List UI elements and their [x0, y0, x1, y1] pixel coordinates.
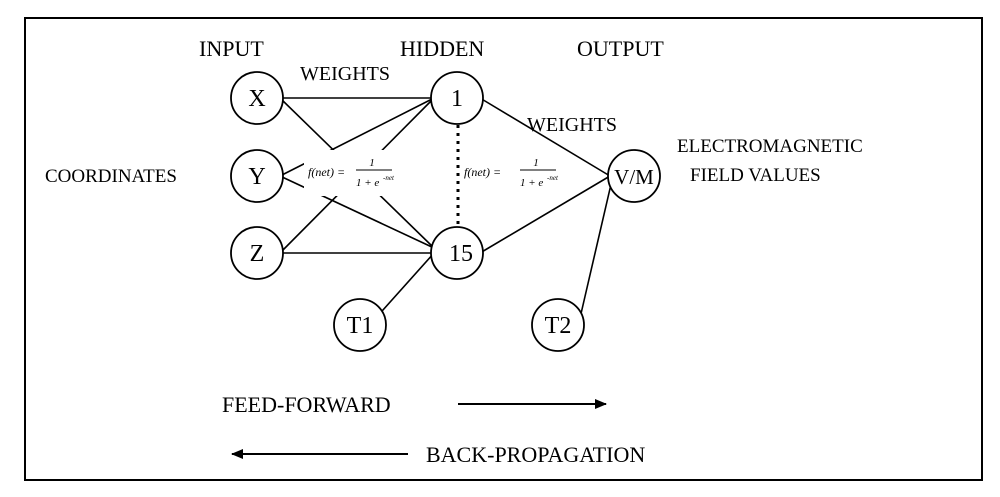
node-hidden-15-label: 15 [449, 241, 473, 267]
node-hidden-1 [430, 71, 484, 125]
nodes [230, 71, 661, 352]
svg-text:1: 1 [369, 157, 375, 169]
node-hidden-1-label: 1 [451, 86, 463, 112]
node-hidden-15 [430, 226, 484, 280]
node-x [230, 71, 284, 125]
edge-t1-h15 [373, 252, 435, 321]
node-t2-label: T2 [545, 313, 572, 339]
sigmoid-formula-left: f(net) = 1 1 + e -net [304, 150, 408, 196]
node-y [230, 149, 284, 203]
node-vm-label: V/M [614, 165, 654, 189]
svg-text:f(net) =: f(net) = [308, 165, 345, 179]
layer-hidden-label: HIDDEN [400, 36, 484, 61]
feed-forward-label: FEED-FORWARD [222, 392, 391, 417]
sigmoid-formula-right: f(net) = 1 1 + e -net [461, 150, 565, 196]
node-x-label: X [248, 86, 265, 112]
weights-label-input: WEIGHTS [300, 63, 390, 85]
svg-text:1 + e: 1 + e [356, 177, 379, 189]
edge-h1-vm [479, 97, 611, 177]
output-label-line2: FIELD VALUES [690, 165, 821, 186]
svg-text:1: 1 [533, 157, 539, 169]
layer-input-label: INPUT [199, 36, 264, 61]
svg-text:1 + e: 1 + e [520, 177, 543, 189]
diagram-frame [24, 17, 983, 481]
svg-text:f(net) =: f(net) = [464, 165, 501, 179]
edge-h15-vm [479, 175, 611, 254]
node-z [230, 226, 284, 280]
svg-text:-net: -net [547, 174, 559, 182]
coordinates-label: COORDINATES [45, 166, 177, 187]
edge-t2-vm [579, 179, 613, 319]
back-propagation-label: BACK-PROPAGATION [426, 442, 645, 467]
node-vm [607, 149, 661, 203]
node-t1-label: T1 [347, 313, 374, 339]
node-y-label: Y [248, 164, 265, 190]
layer-output-label: OUTPUT [577, 36, 664, 61]
node-t2 [531, 298, 585, 352]
node-z-label: Z [250, 241, 265, 267]
node-t1 [333, 298, 387, 352]
weights-label-output: WEIGHTS [527, 114, 617, 136]
output-label-line1: ELECTROMAGNETIC [677, 136, 863, 157]
svg-text:-net: -net [383, 174, 395, 182]
